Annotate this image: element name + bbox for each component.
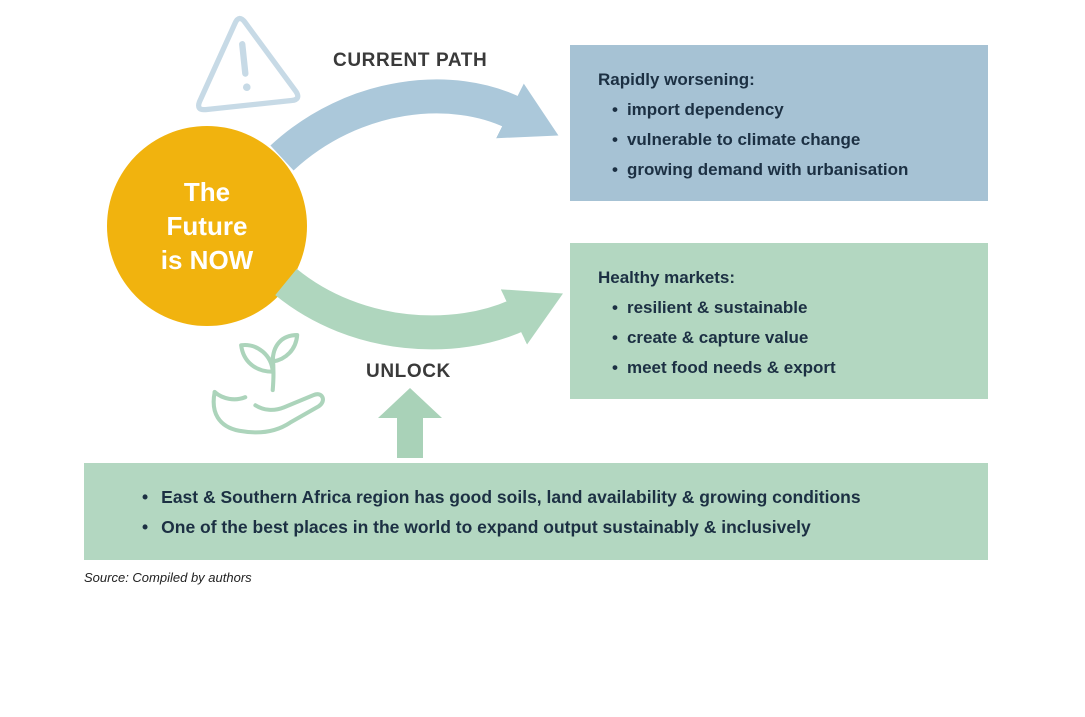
circle-text-line2: Future (166, 210, 248, 241)
unlock-arrow (275, 268, 563, 350)
source-note: Source: Compiled by authors (84, 570, 252, 585)
bullet-item: meet food needs & export (612, 353, 970, 383)
unlock-label: UNLOCK (366, 361, 451, 382)
bullet-item: import dependency (612, 95, 970, 125)
current-path-box: Rapidly worsening: import dependency vul… (570, 45, 988, 201)
current-path-arrow (270, 79, 559, 171)
bullet-item: East & Southern Africa region has good s… (142, 482, 988, 512)
current-box-title: Rapidly worsening: (598, 70, 755, 89)
warning-triangle-icon (196, 15, 301, 113)
bullet-item: growing demand with urbanisation (612, 155, 970, 185)
bullet-item: One of the best places in the world to e… (142, 512, 988, 542)
foundation-banner: East & Southern Africa region has good s… (84, 463, 988, 560)
banner-bullets: East & Southern Africa region has good s… (84, 482, 988, 542)
bullet-item: vulnerable to climate change (612, 125, 970, 155)
future-now-circle: The Future is NOW (107, 126, 307, 326)
current-path-label: CURRENT PATH (333, 50, 488, 71)
circle-text-line1: The (183, 176, 231, 207)
unlock-box: Healthy markets: resilient & sustainable… (570, 243, 988, 399)
up-arrow (378, 388, 442, 458)
unlock-box-title: Healthy markets: (598, 268, 736, 287)
hand-seedling-icon (211, 333, 325, 435)
current-box-bullets: import dependency vulnerable to climate … (598, 95, 970, 185)
unlock-box-bullets: resilient & sustainable create & capture… (598, 293, 970, 383)
bullet-item: resilient & sustainable (612, 293, 970, 323)
bullet-item: create & capture value (612, 323, 970, 353)
circle-text-line3: is NOW (160, 245, 254, 276)
